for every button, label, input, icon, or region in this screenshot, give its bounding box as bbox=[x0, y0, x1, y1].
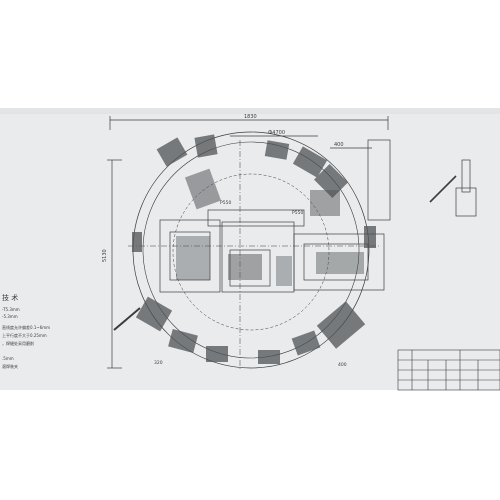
note-line: 上平行度不大于0.25mm bbox=[2, 332, 47, 338]
dim-bottom-left: 320 bbox=[154, 360, 163, 366]
dim-inner-right: P550 bbox=[292, 210, 303, 216]
note-line: -T5.3mm bbox=[2, 307, 20, 312]
central-machinery bbox=[176, 168, 364, 286]
paper-sheet bbox=[0, 108, 500, 390]
inner-ring bbox=[172, 173, 330, 331]
right-panel bbox=[367, 139, 391, 221]
dim-overall-width: 1830 bbox=[244, 114, 257, 120]
note-line: 直线度允许偏差0.1~6mm bbox=[2, 324, 50, 330]
dim-overall-height: 5130 bbox=[102, 249, 108, 262]
left-arm bbox=[113, 307, 141, 331]
detail-base bbox=[455, 187, 477, 217]
dim-inner-left: P550 bbox=[220, 200, 231, 206]
note-line: ，焊缝处采用磨削 bbox=[2, 340, 34, 346]
technical-notes: 技 术 -T5.3mm -5.3mm 直线度允许偏差0.1~6mm 上平行度不大… bbox=[2, 293, 50, 369]
dim-top-center: Ф4700 bbox=[268, 130, 285, 136]
paper-top-shadow bbox=[0, 108, 500, 114]
dim-top-right: 400 bbox=[334, 142, 344, 148]
dim-bottom-right: 400 bbox=[338, 362, 347, 368]
rail-box bbox=[207, 209, 305, 227]
note-line: 滚焊装夹 bbox=[2, 363, 18, 369]
clamp-stations bbox=[132, 134, 376, 364]
notes-title: 技 术 bbox=[2, 293, 18, 302]
left-frame bbox=[159, 219, 221, 293]
right-frame bbox=[293, 233, 385, 291]
note-line: .5mm bbox=[2, 356, 14, 361]
note-line: -5.3mm bbox=[2, 314, 18, 319]
title-block bbox=[397, 349, 500, 391]
outer-track-inner bbox=[142, 141, 360, 359]
